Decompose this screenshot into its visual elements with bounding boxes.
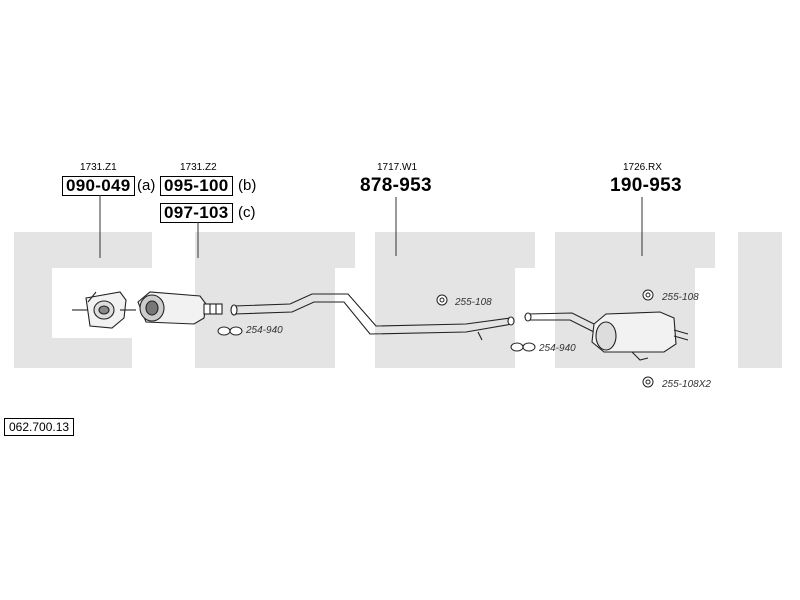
background-band-col2-lower [195,268,335,368]
fitting-label-2: 255-108 [455,297,492,308]
cat2-number[interactable]: 095-100 [160,176,233,196]
background-band-col2 [195,232,355,268]
rear-number[interactable]: 190-953 [610,175,682,196]
rear-ref: 1726.RX [623,162,662,173]
fitting-label-1: 254-940 [246,325,283,336]
rubber-mount-icon-2 [436,294,448,306]
cat2-alt-suffix: (c) [238,204,256,221]
cat2-ref: 1731.Z2 [180,162,217,173]
cat1-ref: 1731.Z1 [80,162,117,173]
background-band-left-bottom [14,338,132,368]
diagram-id: 062.700.13 [4,418,75,436]
background-band-col3-lower [375,268,515,368]
background-band-col3 [375,232,535,268]
catalyst-2-icon [137,291,223,325]
cat1-number[interactable]: 090-049 [62,176,135,196]
background-band-right [738,232,782,368]
fitting-label-3: 254-940 [539,343,576,354]
cat1-suffix: (a) [137,177,156,194]
background-band-top-left [14,232,152,268]
clamp-icon-1 [217,326,243,336]
rubber-mount-icon-4 [642,289,654,301]
fitting-label-5: 255-108X2 [662,379,711,390]
background-band-col4 [555,232,715,268]
rubber-mount-icon-5 [642,376,654,388]
catalyst-1-icon [72,291,136,329]
rear-silencer [524,311,689,361]
middle-ref: 1717.W1 [377,162,418,173]
middle-pipe [230,293,515,341]
cat2-suffix: (b) [238,177,257,194]
cat2-alt-number[interactable]: 097-103 [160,203,233,223]
middle-number[interactable]: 878-953 [360,175,432,196]
fitting-label-4: 255-108 [662,292,699,303]
clamp-icon-3 [510,342,536,352]
